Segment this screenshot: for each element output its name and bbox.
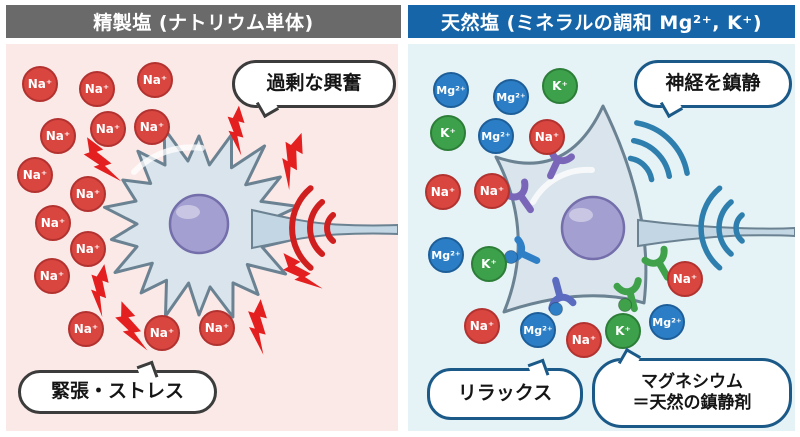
ion-k: K⁺ [605,313,641,349]
ion-na: Na⁺ [566,322,602,358]
ion-k: K⁺ [542,68,578,104]
soma-highlight [530,166,595,205]
ion-na: Na⁺ [134,109,170,145]
ion-mg: Mg²⁺ [649,304,685,340]
bubble-magnesium-line2: ＝天然の鎮静剤 [632,393,752,413]
ion-mg: Mg²⁺ [433,72,469,108]
ion-na: Na⁺ [35,205,71,241]
bubble-relax-label: リラックス [457,382,553,405]
right-panel-natural-salt: 神経を鎮静 リラックス マグネシウム ＝天然の鎮静剤 Mg²⁺Mg²⁺K⁺K⁺M… [408,44,795,431]
right-neuron-illustration [494,104,795,316]
bubble-magnesium-line1: マグネシウム [641,371,743,392]
right-nucleus [560,195,626,261]
ion-na: Na⁺ [34,258,70,294]
left-nucleus [168,193,230,255]
ion-na: Na⁺ [667,261,703,297]
ion-na: Na⁺ [70,231,106,267]
ion-na: Na⁺ [17,157,53,193]
bubble-calm-nerves: 神経を鎮静 [634,60,792,119]
lightning-icon [79,261,120,317]
blue-calm-arcs-icon [627,120,745,271]
bubble-excessive-excitement: 過剰な興奮 [232,60,396,119]
ion-na: Na⁺ [464,308,500,344]
right-panel-header: 天然塩 (ミネラルの調和 Mg²⁺, K⁺) [408,5,795,38]
ion-na: Na⁺ [529,119,565,155]
ion-mg: Mg²⁺ [478,118,514,154]
left-neuron-illustration [78,103,398,355]
soma-highlight [131,144,205,175]
ion-na: Na⁺ [144,315,180,351]
ion-na: Na⁺ [137,62,173,98]
ion-na: Na⁺ [90,111,126,147]
bubble-magnesium-sedative: マグネシウム ＝天然の鎮静剤 [592,347,792,428]
left-panel-header: 精製塩 (ナトリウム単体) [6,5,401,38]
right-nucleus-highlight [569,208,593,222]
bubble-relax: リラックス [427,358,583,420]
bubble-calm-nerves-label: 神経を鎮静 [665,72,761,95]
mineral-ball-icon [618,298,632,312]
bubble-tension-stress-label: 緊張・ストレス [50,380,184,403]
ion-na: Na⁺ [68,311,104,347]
ion-na: Na⁺ [70,176,106,212]
bubble-tension-stress: 緊張・ストレス [18,360,217,414]
left-panel-refined-salt: 過剰な興奮 緊張・ストレス Na⁺Na⁺Na⁺Na⁺Na⁺Na⁺Na⁺Na⁺Na… [6,44,398,431]
ion-na: Na⁺ [22,66,58,102]
ion-mg: Mg²⁺ [520,312,556,348]
mineral-ball-icon [549,302,563,316]
lightning-icon [238,296,278,355]
ion-k: K⁺ [430,115,466,151]
ion-k: K⁺ [471,246,507,282]
left-nucleus-highlight [176,205,200,219]
ion-na: Na⁺ [199,310,235,346]
right-axon [637,218,795,248]
ion-mg: Mg²⁺ [428,237,464,273]
ion-na: Na⁺ [425,174,461,210]
ion-na: Na⁺ [79,71,115,107]
ion-mg: Mg²⁺ [493,79,529,115]
red-signal-arcs-icon [289,185,337,271]
ion-na: Na⁺ [40,118,76,154]
lightning-icon [112,298,148,355]
ion-na: Na⁺ [474,173,510,209]
bubble-excessive-excitement-label: 過剰な興奮 [266,72,362,95]
